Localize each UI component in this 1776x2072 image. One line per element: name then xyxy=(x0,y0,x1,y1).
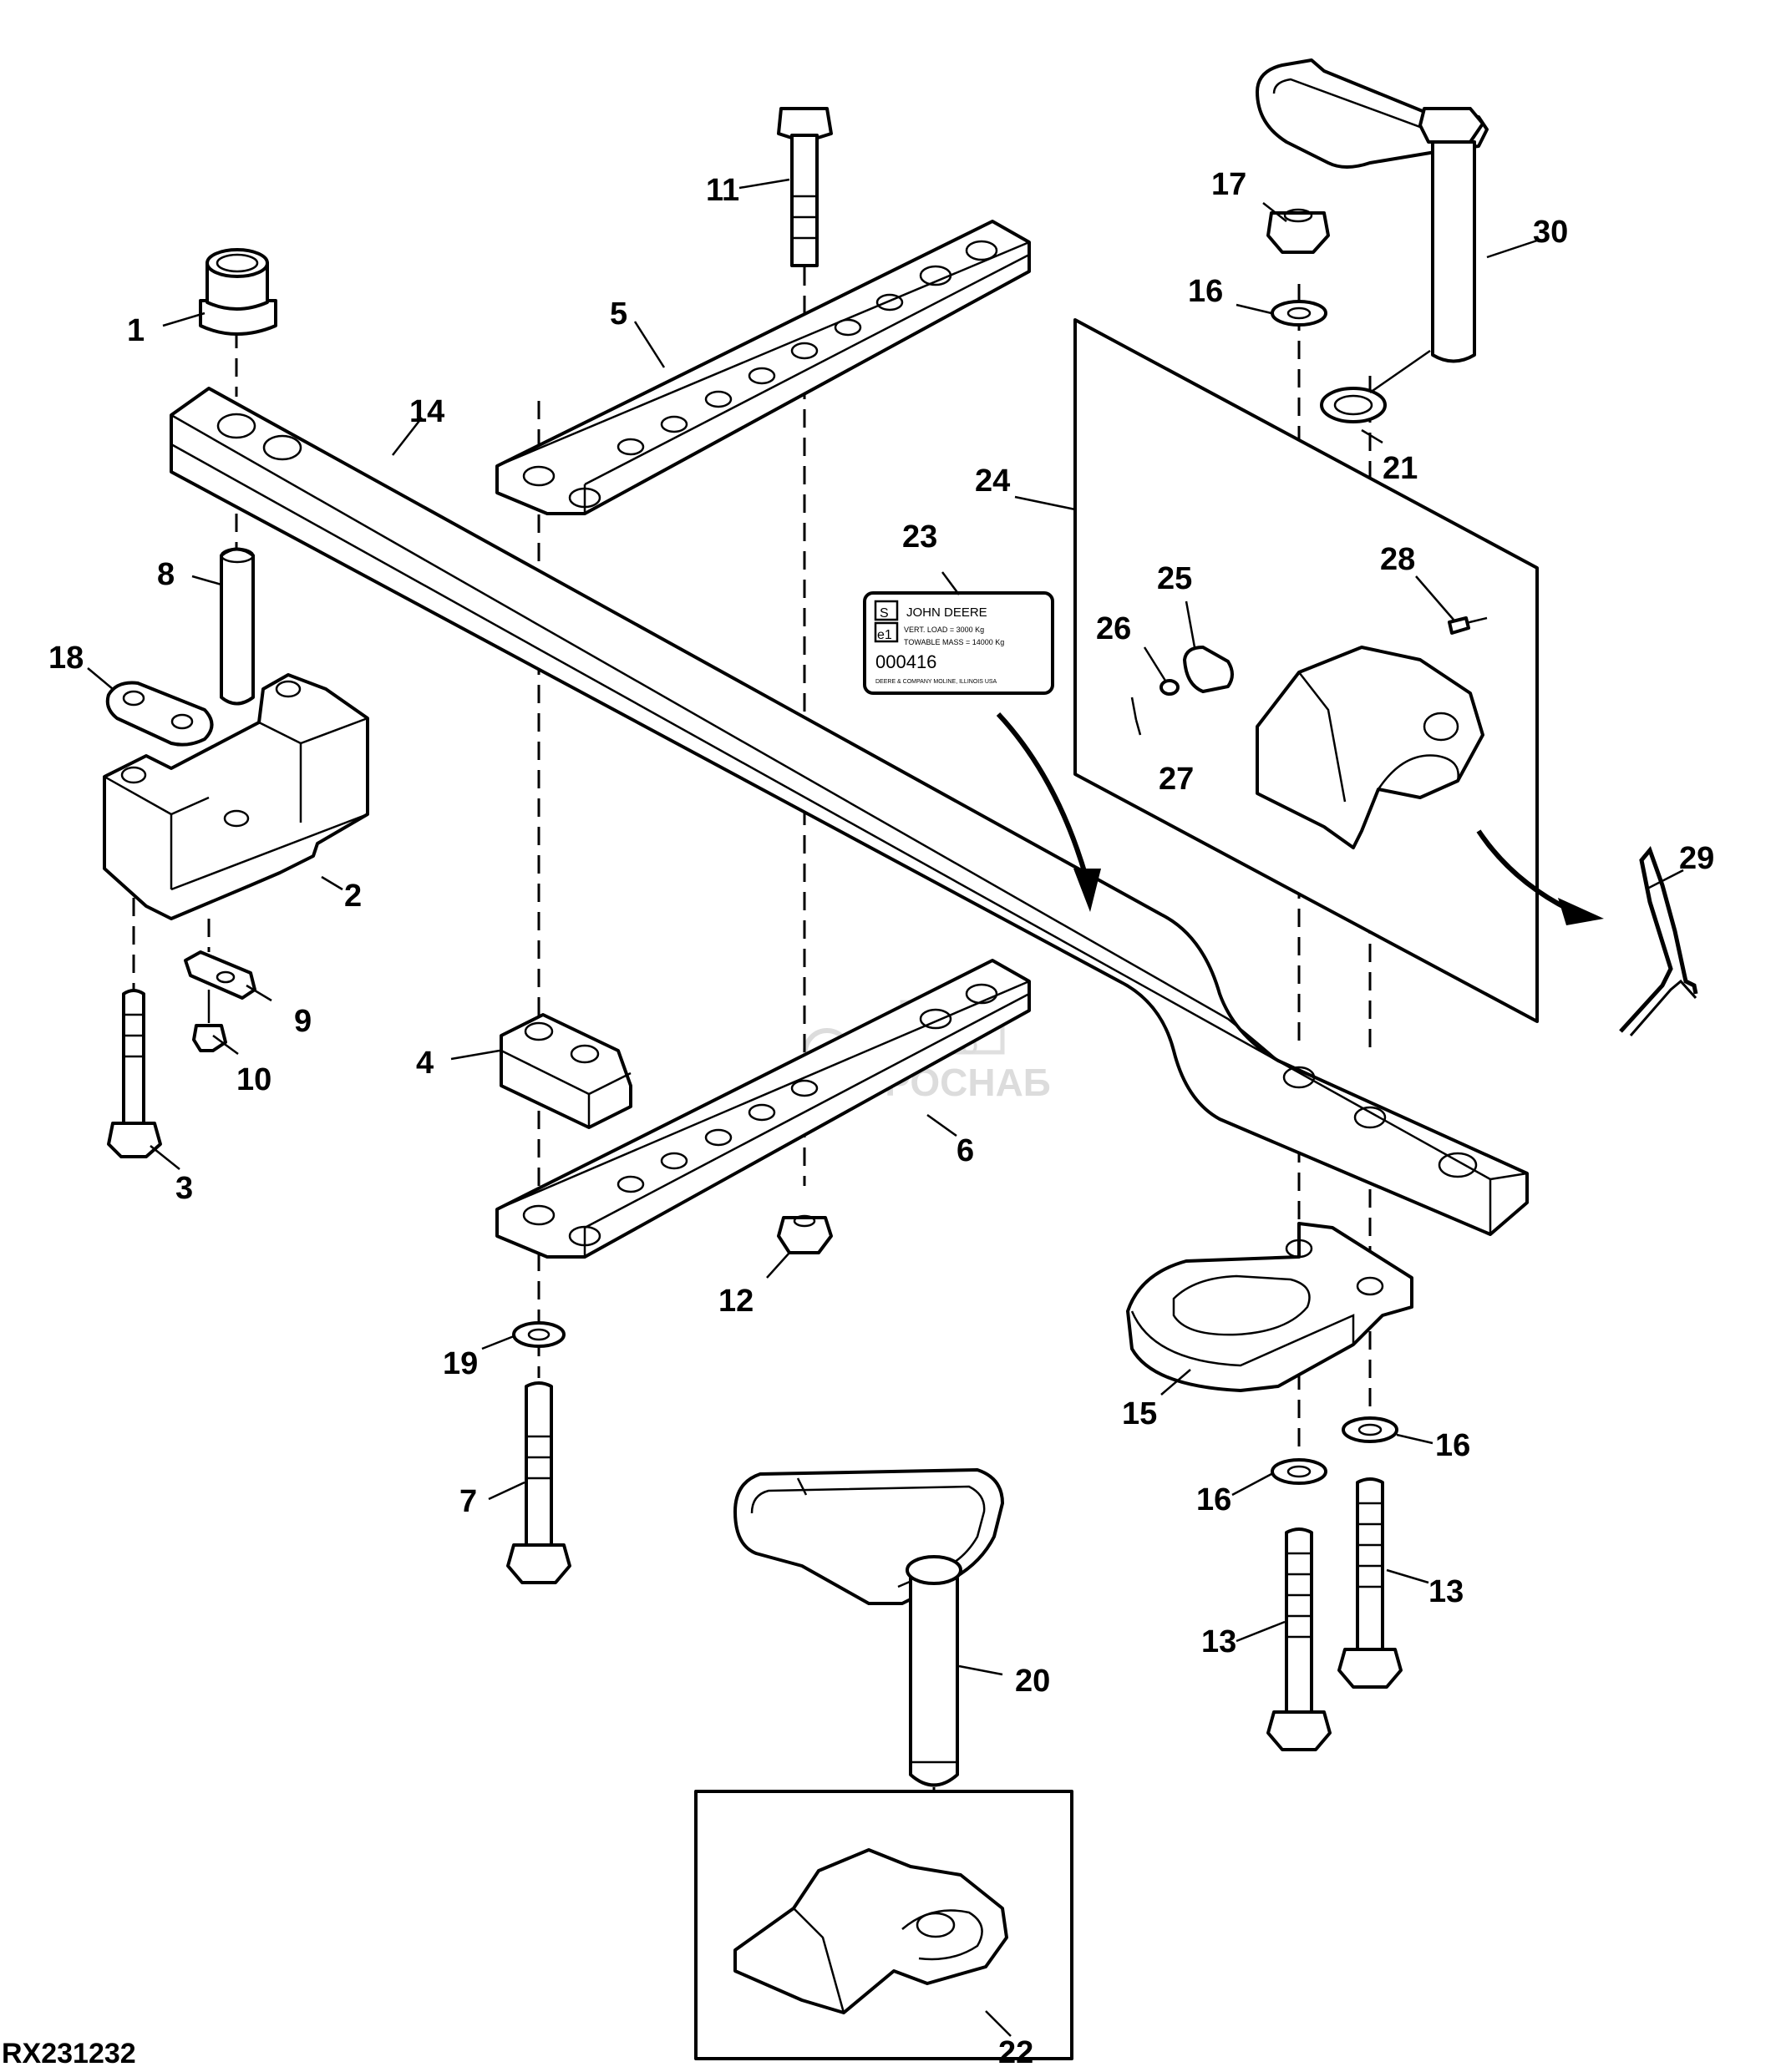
leader-lines xyxy=(87,178,1684,2037)
tab-plate xyxy=(184,950,256,1000)
callout-6: 6 xyxy=(957,1133,974,1168)
lower-plate xyxy=(495,959,1031,1259)
callout-30: 30 xyxy=(1533,215,1568,250)
nameplate-footer: DEERE & COMPANY MOLINE, ILLINOIS USA xyxy=(875,679,997,685)
callout-17: 17 xyxy=(1211,167,1246,202)
spring-clip-29 xyxy=(1619,846,1698,1036)
callout-1: 1 xyxy=(127,313,145,348)
figure-id: RX231232 xyxy=(2,2038,136,2069)
callout-20: 20 xyxy=(1015,1664,1050,1699)
latch-block xyxy=(1183,646,1234,693)
hitch-block-15 xyxy=(1126,1222,1413,1392)
upper-plate xyxy=(495,220,1031,515)
flange-screw xyxy=(192,990,227,1052)
callout-24: 24 xyxy=(975,464,1010,499)
callout-26: 26 xyxy=(1096,611,1131,646)
washer-26 xyxy=(1159,679,1180,696)
callout-21: 21 xyxy=(1383,451,1418,486)
callout-23: 23 xyxy=(902,519,937,555)
callout-13-right: 13 xyxy=(1428,1574,1464,1609)
nameplate-line1: VERT. LOAD = 3000 Kg xyxy=(904,626,984,634)
callout-16-low: 16 xyxy=(1196,1482,1231,1517)
nameplate: S e1 JOHN DEERE VERT. LOAD = 3000 Kg TOW… xyxy=(863,591,1054,695)
callout-5: 5 xyxy=(610,296,627,332)
callout-19: 19 xyxy=(443,1346,478,1381)
pin-28 xyxy=(1448,616,1488,635)
callout-27: 27 xyxy=(1159,762,1194,797)
callout-16-top: 16 xyxy=(1188,274,1223,309)
washer-plate xyxy=(105,681,214,747)
callout-12: 12 xyxy=(718,1284,754,1319)
washer-19 xyxy=(512,1321,566,1348)
bolt-7 xyxy=(506,1381,571,1584)
cotter-27 xyxy=(1130,697,1138,721)
drawbar xyxy=(170,387,1529,1236)
assembly-arrows xyxy=(996,712,1604,925)
bolt-11 xyxy=(777,107,833,267)
hitch-pin-30 xyxy=(1256,58,1489,363)
bolt-13-left xyxy=(1266,1527,1332,1751)
callout-28: 28 xyxy=(1380,542,1415,577)
callout-11: 11 xyxy=(706,173,739,208)
washer-16-low xyxy=(1271,1458,1327,1485)
nameplate-brand: JOHN DEERE xyxy=(906,605,987,620)
nut-12 xyxy=(777,1214,833,1254)
callout-25: 25 xyxy=(1157,561,1192,596)
pin-8 xyxy=(220,547,255,706)
nameplate-box2: e1 xyxy=(877,628,892,642)
nameplate-line2: TOWABLE MASS = 14000 Kg xyxy=(904,638,1004,646)
callout-2: 2 xyxy=(344,879,362,914)
bracket xyxy=(103,673,369,920)
callout-7: 7 xyxy=(459,1484,477,1519)
nameplate-box1: S xyxy=(880,606,889,621)
callout-4: 4 xyxy=(416,1046,434,1081)
callout-18: 18 xyxy=(48,641,84,676)
spacer-block xyxy=(500,1013,632,1129)
callout-29: 29 xyxy=(1679,841,1714,876)
callout-9: 9 xyxy=(294,1004,312,1039)
callout-labels: 1 2 3 4 5 6 7 8 9 10 11 12 13 13 14 15 1… xyxy=(48,167,1714,2070)
jaw-inset xyxy=(694,1790,1073,2060)
bolt-3 xyxy=(107,989,162,1158)
bushing xyxy=(199,248,277,336)
callout-10: 10 xyxy=(236,1062,271,1097)
callout-3: 3 xyxy=(175,1171,193,1206)
bolt-13-right xyxy=(1337,1477,1403,1689)
callout-22: 22 xyxy=(998,2035,1033,2070)
hitch-pin-20 xyxy=(733,1468,1004,1787)
callout-15: 15 xyxy=(1122,1396,1157,1431)
washer-16-top xyxy=(1271,300,1327,327)
nut-17 xyxy=(1266,208,1330,254)
callout-8: 8 xyxy=(157,557,175,592)
callout-14: 14 xyxy=(409,394,444,429)
hitch-jaw xyxy=(1256,646,1484,849)
lynch-pin-21 xyxy=(1320,349,1431,423)
washer-16-mid xyxy=(1342,1416,1398,1443)
callout-13-left: 13 xyxy=(1201,1624,1236,1659)
callout-16-mid: 16 xyxy=(1435,1428,1470,1463)
nameplate-code: 000416 xyxy=(875,651,936,672)
